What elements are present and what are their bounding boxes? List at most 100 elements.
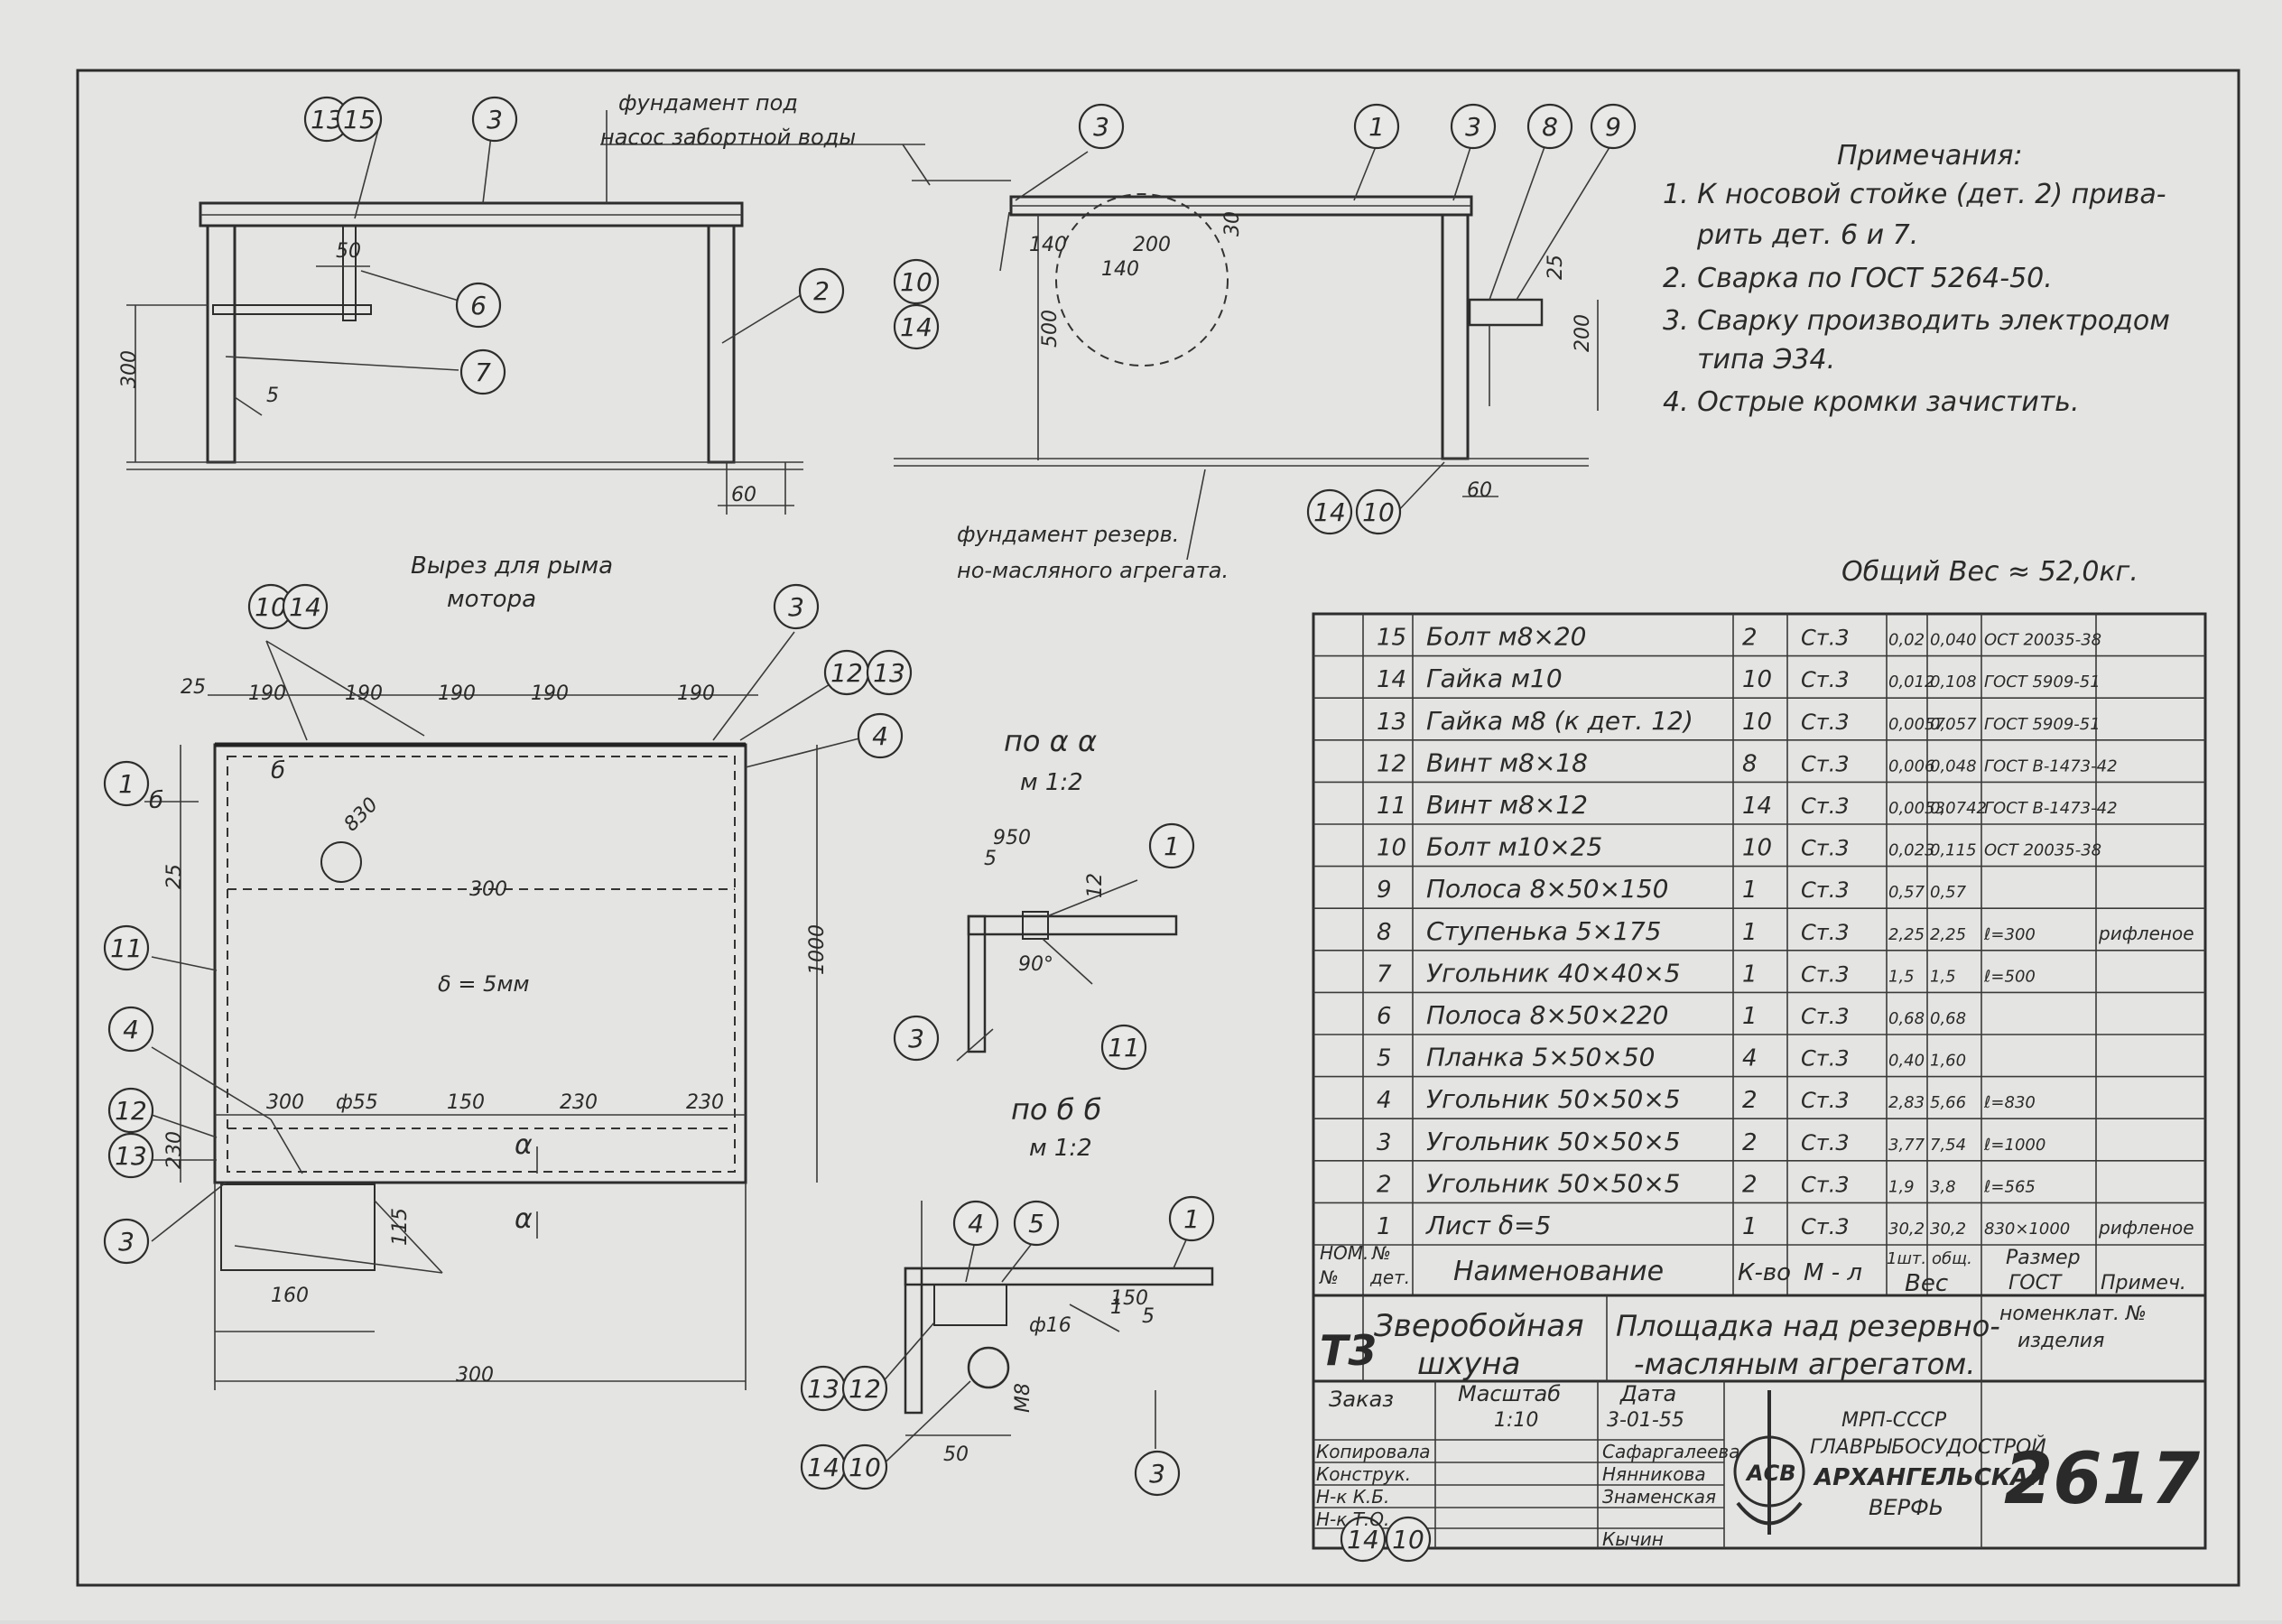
callout-label: 13 — [807, 1374, 840, 1404]
table-cell-total: 0,057 — [1930, 715, 1977, 734]
callout-label: 14 — [289, 592, 321, 622]
dimension-label: 190 — [438, 682, 476, 705]
callout-label: 12 — [830, 658, 863, 688]
table-cell-no: 14 — [1377, 666, 1406, 693]
tb-role-to: Н-к Т.О. — [1316, 1508, 1389, 1530]
tb-date-value: 3-01-55 — [1607, 1409, 1684, 1432]
note-3b: типа Э34. — [1697, 344, 1835, 376]
callout-label: 3 — [1149, 1459, 1165, 1489]
callout-label: 3 — [487, 105, 503, 135]
table-cell-total: 5,66 — [1930, 1093, 1966, 1112]
callout-circle — [893, 258, 940, 305]
callout-label: 12 — [115, 1096, 147, 1126]
table-cell-size: ГОСТ 5909-51 — [1984, 673, 2101, 691]
tb-person-2: Нянникова — [1602, 1463, 1706, 1485]
dimension-label: 300 — [469, 878, 507, 901]
callout-label: 12 — [849, 1374, 881, 1404]
dimension-label: 190 — [248, 682, 286, 705]
section-aa — [956, 879, 1178, 1062]
table-cell-qty: 4 — [1742, 1045, 1758, 1072]
title-nomen-1: номенклат. № — [1999, 1303, 2147, 1325]
table-cell-name: Угольник 50×50×5 — [1426, 1084, 1681, 1114]
callout-label: 10 — [1362, 497, 1395, 527]
title-name-2: -масляным агрегатом. — [1634, 1347, 1975, 1381]
notes-title: Примечания: — [1837, 140, 2023, 172]
table-cell-total: 0,115 — [1930, 841, 1977, 860]
hdr-det-no-2: дет. — [1369, 1267, 1410, 1288]
callout-label: 3 — [1465, 112, 1481, 142]
callout-label: 10 — [1392, 1525, 1424, 1554]
tb-scale-label: Масштаб — [1458, 1381, 1561, 1406]
callout-label: 14 — [900, 312, 932, 342]
shipyard-logo: АСВ — [1733, 1390, 1805, 1535]
callout-circle — [857, 712, 904, 759]
table-cell-name: Угольник 50×50×5 — [1426, 1168, 1681, 1198]
table-cell-size: ГОСТ 5909-51 — [1984, 715, 2101, 734]
tb-person-1: Сафаргалеева — [1602, 1441, 1739, 1462]
table-cell-no: 8 — [1377, 919, 1392, 946]
drawing-frame — [76, 69, 2240, 1587]
dimension-label: 190 — [531, 682, 569, 705]
callout-circle — [1526, 103, 1573, 150]
label-scale-bb: м 1:2 — [1029, 1135, 1092, 1162]
dimension-label: 50 — [336, 240, 361, 263]
hdr-size-1: Размер — [2006, 1247, 2081, 1269]
table-cell-mat: Ст.3 — [1801, 836, 1850, 861]
callout-circle — [455, 282, 502, 329]
table-cell-qty: 8 — [1742, 750, 1758, 777]
table-cell-mat: Ст.3 — [1801, 1130, 1850, 1155]
dimension-label: 200 — [1572, 314, 1594, 352]
dimension-label: 25 — [163, 864, 186, 889]
callout-circle — [1353, 103, 1400, 150]
dimension-label: 50 — [943, 1443, 969, 1466]
callout-label: 10 — [849, 1452, 881, 1482]
table-cell-size: ℓ=300 — [1983, 925, 2036, 944]
dimension-label: 150 — [447, 1091, 485, 1114]
note-4: 4. Острые кромки зачистить. — [1663, 386, 2079, 418]
table-cell-name: Гайка м8 (к дет. 12) — [1426, 706, 1693, 736]
hdr-item-no-2: № — [1319, 1267, 1339, 1288]
table-cell-size: ℓ=500 — [1983, 967, 2036, 986]
dimension-label: 190 — [345, 682, 383, 705]
total-weight: Общий Вес ≈ 52,0кг. — [1841, 556, 2138, 588]
table-cell-mat: Ст.3 — [1801, 626, 1850, 651]
tb-org-2: ГЛАВРЫБОСУДОСТРОЙ — [1810, 1435, 2046, 1459]
callout-circle — [841, 1365, 888, 1412]
label-thickness: δ = 5мм — [438, 971, 530, 997]
callout-circle — [1013, 1200, 1060, 1247]
table-cell-unit: 1,5 — [1888, 967, 1915, 986]
dimension-label: 60 — [1467, 479, 1492, 502]
table-cell-size: ОСТ 20035-38 — [1984, 631, 2101, 650]
callout-label: 1 — [1164, 831, 1180, 861]
callout-label: 3 — [788, 592, 804, 622]
tb-order: Заказ — [1329, 1387, 1394, 1412]
table-cell-unit: 0,0053 — [1888, 799, 1945, 818]
label-section-bb: по б б — [1011, 1092, 1101, 1127]
callout-label: 14 — [807, 1452, 840, 1482]
table-cell-unit: 0,02 — [1888, 631, 1925, 650]
table-cell-no: 10 — [1377, 835, 1406, 862]
dimension-label: 140 — [1029, 234, 1067, 256]
dimension-label: 140 — [1101, 258, 1139, 281]
table-cell-qty: 2 — [1742, 1129, 1758, 1156]
callout-circle — [841, 1443, 888, 1490]
drawing-number: 2617 — [2004, 1439, 2201, 1520]
table-cell-qty: 10 — [1742, 835, 1772, 862]
dimension-label: 5 — [1142, 1305, 1155, 1328]
table-cell-note: рифленое — [2098, 1217, 2194, 1239]
view-side-left — [126, 110, 931, 515]
table-cell-no: 2 — [1377, 1171, 1392, 1198]
callout-circle — [773, 583, 820, 630]
callout-circle — [893, 1015, 940, 1062]
section-bb — [875, 1201, 1214, 1472]
callout-label: 10 — [900, 267, 932, 297]
table-cell-name: Угольник 40×40×5 — [1426, 958, 1681, 988]
tb-org-4: ВЕРФЬ — [1869, 1495, 1943, 1520]
dimension-label: 300 — [456, 1364, 494, 1387]
table-cell-mat: Ст.3 — [1801, 667, 1850, 692]
dimension-label: 90° — [1018, 953, 1053, 976]
label-section-mark-a2: α — [515, 1203, 533, 1235]
callout-label: 9 — [1605, 112, 1621, 142]
